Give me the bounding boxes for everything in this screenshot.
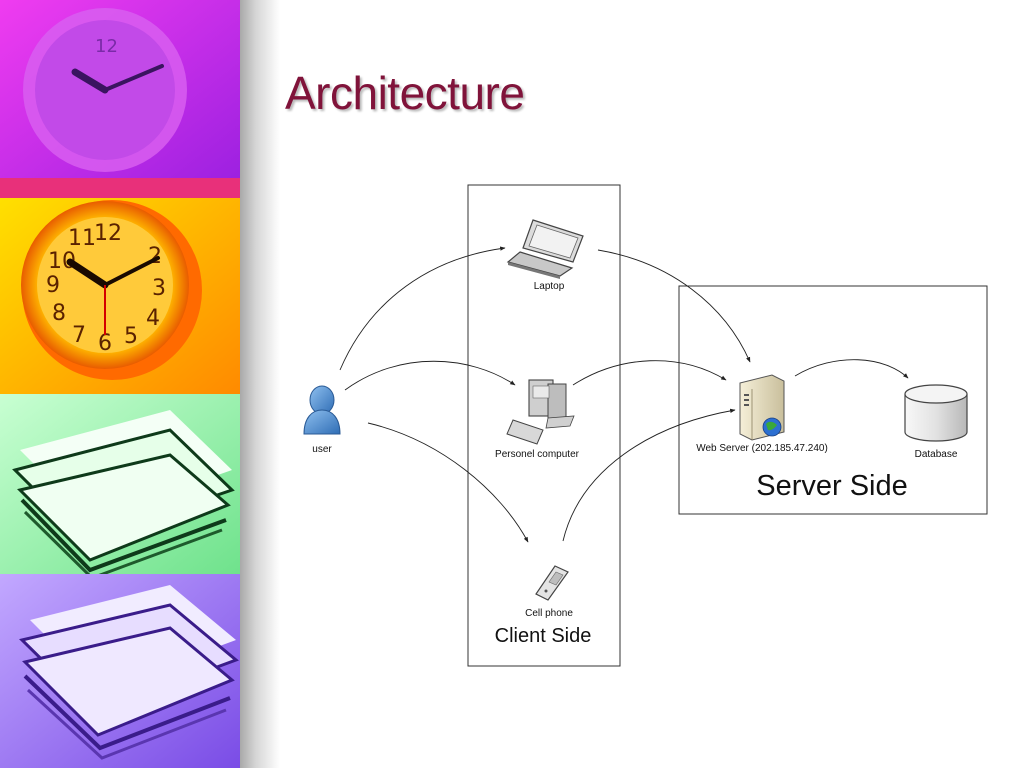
svg-text:11: 11 — [68, 226, 96, 251]
server-side-group — [678, 285, 988, 515]
svg-text:3: 3 — [152, 276, 166, 301]
magenta-clock-image: 12 — [0, 0, 240, 200]
personal-computer-label: Personel computer — [495, 449, 580, 460]
edge-cellphone-webserver — [562, 408, 736, 542]
purple-paper-stack-image — [0, 574, 240, 768]
svg-text:9: 9 — [46, 273, 60, 298]
cell-phone-icon — [535, 565, 569, 601]
slide-title: Architecture — [285, 67, 525, 119]
client-side-group — [467, 184, 621, 667]
svg-text:6: 6 — [98, 331, 112, 356]
svg-text:8: 8 — [52, 301, 66, 326]
database-label: Database — [915, 449, 958, 460]
sidebar-shadow — [240, 0, 280, 768]
cell-phone-label: Cell phone — [525, 608, 573, 619]
edge-user-pc — [344, 360, 516, 391]
yellow-clock-image: 122 34 56 78 910 11 — [0, 198, 240, 394]
svg-text:4: 4 — [146, 306, 160, 331]
server-side-label: Server Side — [756, 470, 908, 502]
laptop-icon — [506, 219, 584, 279]
web-server-label: Web Server (202.185.47.240) — [696, 443, 828, 454]
svg-text:12: 12 — [95, 36, 118, 57]
edge-user-cellphone — [367, 422, 529, 543]
laptop-label: Laptop — [534, 281, 565, 292]
edge-user-laptop — [339, 246, 506, 371]
user-label: user — [312, 444, 332, 455]
edge-laptop-webserver — [597, 249, 751, 363]
edge-pc-webserver — [572, 360, 727, 386]
svg-text:12: 12 — [94, 221, 122, 246]
user-icon — [303, 385, 341, 435]
edge-webserver-database — [794, 359, 909, 379]
web-server-icon — [739, 374, 785, 441]
personal-computer-icon — [506, 379, 575, 445]
database-icon — [904, 384, 968, 442]
svg-text:7: 7 — [72, 323, 86, 348]
decorative-photo-strip: 12 122 34 56 78 910 11 — [0, 0, 240, 768]
client-side-label: Client Side — [495, 625, 592, 647]
green-paper-stack-image — [0, 394, 240, 580]
svg-text:5: 5 — [124, 324, 138, 349]
